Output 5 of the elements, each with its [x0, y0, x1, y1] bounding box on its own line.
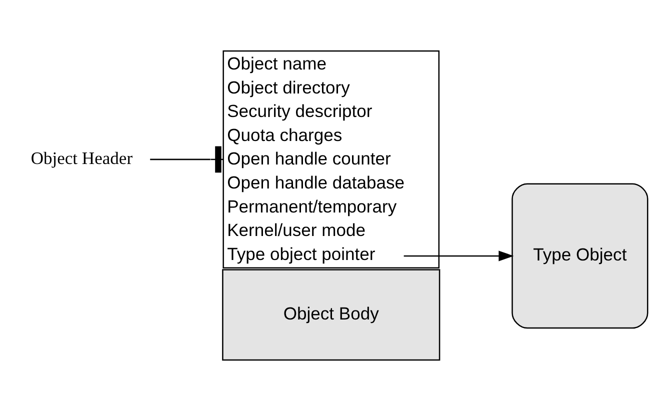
label: Object Header — [30, 148, 133, 168]
node-box: Object name Object directory Security descriptor Quota charges Open handle counter Open handle database Permanent/temporary Kernel/user mode Type object pointer — [222, 50, 440, 268]
arrow — [404, 250, 514, 261]
node-box: Type Object — [512, 182, 648, 328]
node-box: Object Body — [222, 268, 440, 360]
